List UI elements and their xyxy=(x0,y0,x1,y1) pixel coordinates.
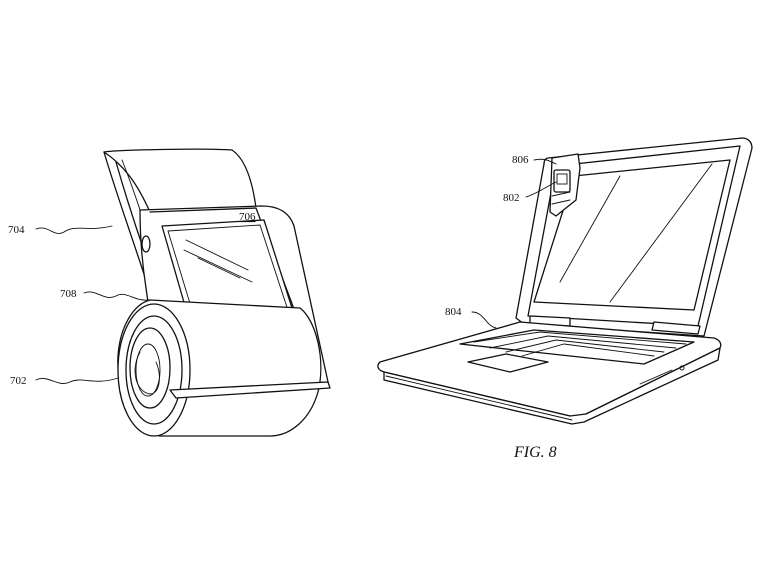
wearable-band-top xyxy=(103,148,257,213)
leader-804 xyxy=(471,311,497,329)
laptop-camera-lens xyxy=(556,173,568,185)
laptop-hinge-right xyxy=(651,321,701,335)
laptop-base-side xyxy=(383,347,721,425)
wearable-leaders xyxy=(35,225,151,384)
wearable-roll-spiral xyxy=(134,351,160,395)
wearable-side-button xyxy=(141,235,151,253)
laptop-screen-glare xyxy=(559,163,713,303)
label-706: 706 xyxy=(239,211,256,223)
laptop-side-slot xyxy=(639,369,673,385)
label-704: 704 xyxy=(8,224,25,236)
label-802: 802 xyxy=(503,192,520,204)
label-804: 804 xyxy=(445,306,462,318)
label-708: 708 xyxy=(60,288,77,300)
wearable-roll-end xyxy=(117,303,191,437)
leader-702 xyxy=(35,377,119,384)
wearable-device xyxy=(103,148,331,437)
leader-708 xyxy=(83,291,151,301)
label-702: 702 xyxy=(10,375,27,387)
figure-caption: FIG. 8 xyxy=(513,444,557,461)
wearable-roll-ring-1 xyxy=(125,315,183,425)
wearable-roll-ring-3 xyxy=(135,343,161,397)
laptop xyxy=(377,137,753,425)
leader-704 xyxy=(35,225,113,234)
laptop-trackpad xyxy=(467,353,549,373)
laptop-keyboard-rows xyxy=(473,331,687,357)
wearable-screen-glare xyxy=(183,239,283,341)
wearable-roll-ring-2 xyxy=(129,327,171,409)
label-806: 806 xyxy=(512,154,529,166)
leader-806 xyxy=(533,158,557,165)
laptop-keyboard xyxy=(459,329,695,365)
laptop-screen xyxy=(533,159,731,311)
laptop-camera-body xyxy=(553,169,571,193)
laptop-base-front-edge xyxy=(385,375,573,421)
leader-802 xyxy=(525,181,557,198)
wearable-housing-lower-edge xyxy=(169,381,331,399)
laptop-leaders xyxy=(471,158,557,329)
laptop-side-led xyxy=(679,365,685,371)
laptop-camera-grip xyxy=(551,191,571,205)
